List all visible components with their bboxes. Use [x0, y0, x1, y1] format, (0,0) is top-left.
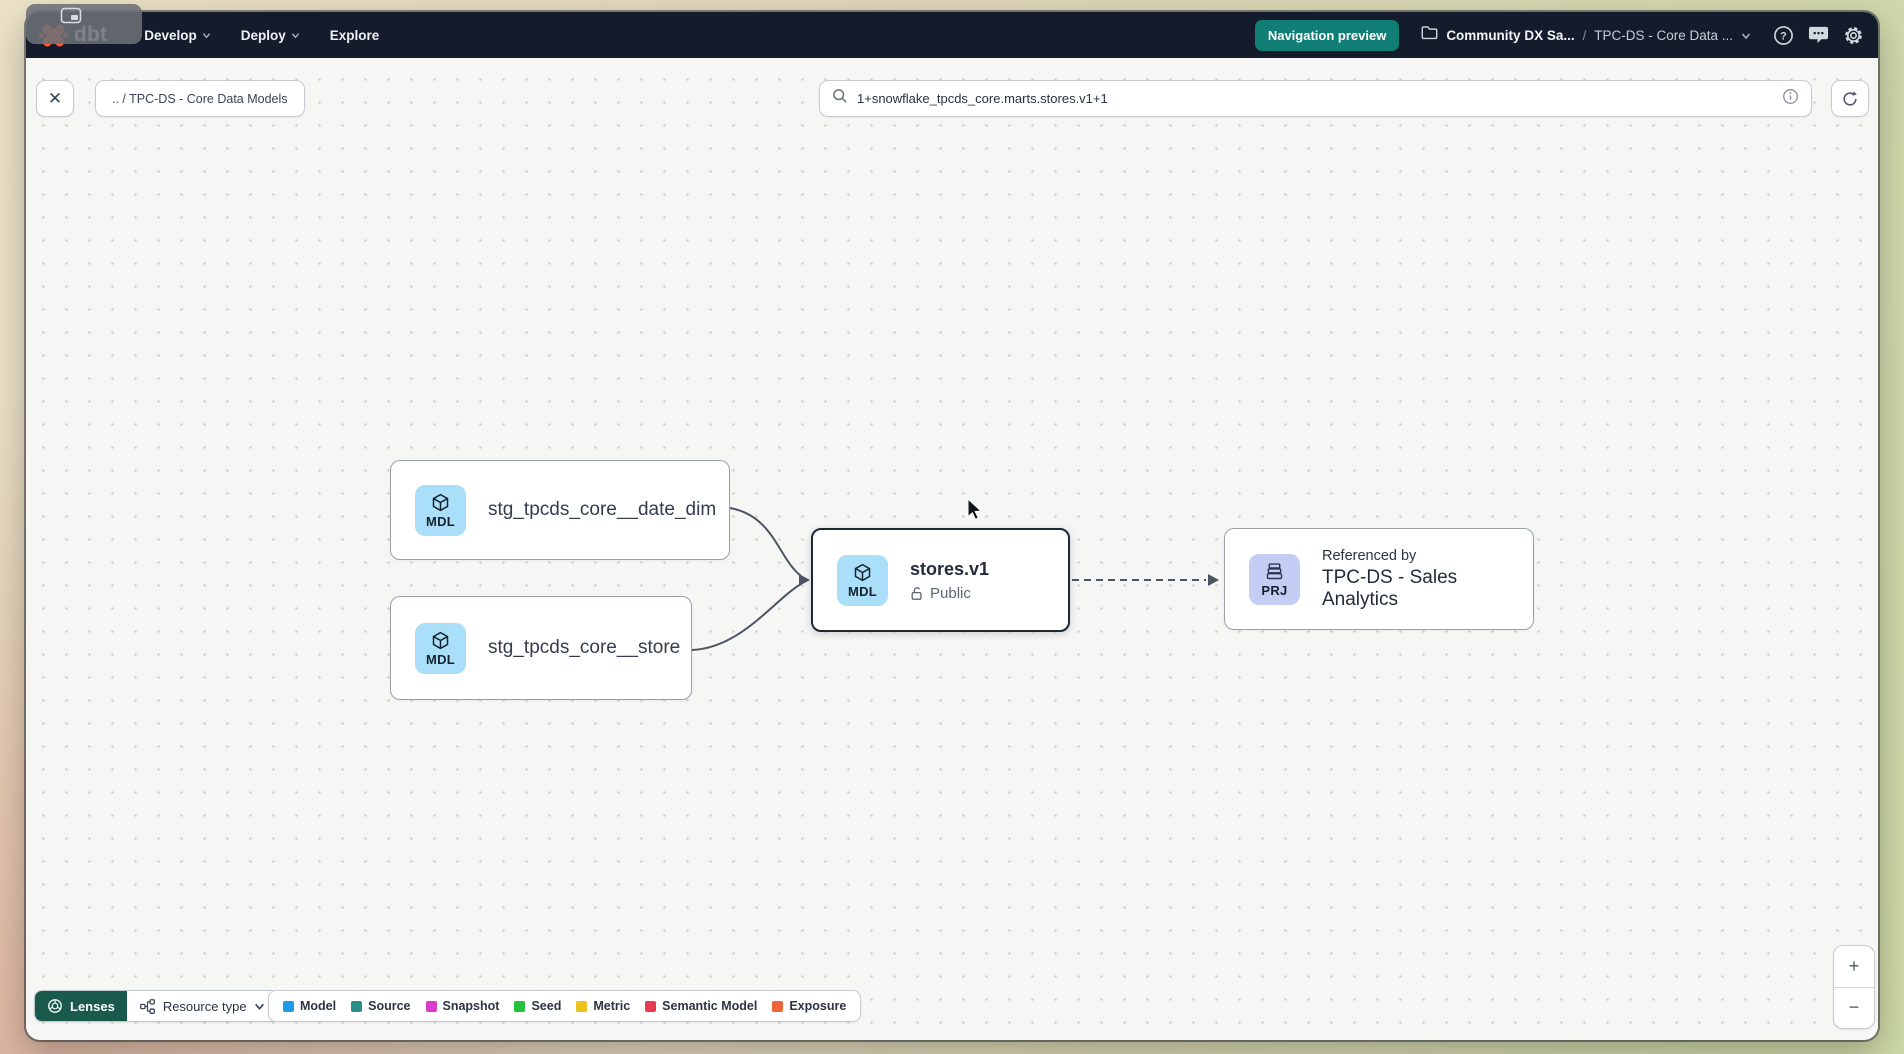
chevron-down-icon	[254, 1003, 264, 1010]
chevron-down-icon	[202, 31, 211, 40]
cube-icon	[432, 631, 449, 649]
legend-item: Source	[351, 999, 411, 1013]
legend-label: Model	[300, 999, 337, 1013]
lineage-search	[819, 80, 1812, 117]
account-name: Community DX Sa...	[1446, 27, 1575, 43]
menu-explore[interactable]: Explore	[319, 20, 391, 51]
menu-deploy[interactable]: Deploy	[230, 20, 311, 51]
legend-swatch	[576, 1000, 588, 1012]
referenced-by-label: Referenced by	[1322, 547, 1417, 564]
menu-deploy-label: Deploy	[240, 27, 286, 43]
node-title: stores.v1	[910, 558, 990, 579]
dbt-app-window: dbt Develop Deploy Explore Navigation pr…	[26, 12, 1878, 1040]
cube-icon	[854, 563, 871, 581]
search-input[interactable]	[857, 91, 1773, 106]
cube-icon	[432, 493, 449, 511]
settings-gear-icon[interactable]	[1842, 24, 1864, 46]
legend-item: Semantic Model	[645, 999, 757, 1013]
legend-label: Source	[368, 999, 411, 1013]
resource-type-dropdown[interactable]: Resource type	[126, 991, 277, 1021]
legend-swatch	[283, 1000, 294, 1012]
legend-item: Metric	[576, 999, 630, 1013]
legend-swatch	[351, 1000, 363, 1012]
node-stg-tpcds-core-date-dim[interactable]: MDL stg_tpcds_core__date_dim	[390, 460, 730, 560]
legend-label: Semantic Model	[662, 999, 758, 1013]
legend-swatch	[772, 1000, 784, 1012]
svg-text:?: ?	[1780, 30, 1787, 42]
navigation-preview-badge[interactable]: Navigation preview	[1254, 19, 1400, 51]
top-nav: dbt Develop Deploy Explore Navigation pr…	[26, 12, 1878, 58]
mouse-cursor	[967, 498, 983, 520]
zoom-out-button[interactable]: −	[1848, 997, 1860, 1018]
legend-label: Metric	[593, 999, 631, 1013]
resource-graph-icon	[139, 998, 155, 1014]
node-access: Public	[910, 585, 989, 602]
chevron-down-icon[interactable]	[1741, 31, 1751, 40]
badge-label: MDL	[847, 583, 878, 599]
zoom-in-button[interactable]: +	[1834, 946, 1874, 988]
unlock-icon	[911, 586, 922, 600]
node-referenced-project[interactable]: PRJ Referenced by TPC-DS - Sales Analyti…	[1224, 528, 1534, 630]
legend-label: Seed	[531, 999, 562, 1013]
search-icon	[832, 88, 848, 109]
lens-controls: Lenses Resource type	[34, 990, 278, 1022]
chevron-down-icon	[291, 31, 300, 40]
access-label: Public	[930, 584, 971, 602]
legend-item: Model	[283, 999, 336, 1013]
badge-label: MDL	[425, 651, 456, 667]
model-badge: MDL	[415, 622, 466, 674]
help-icon[interactable]: ?	[1772, 24, 1794, 46]
legend-item: Seed	[514, 999, 561, 1013]
legend-item: Exposure	[772, 999, 846, 1013]
menu-develop[interactable]: Develop	[133, 20, 222, 51]
menu-explore-label: Explore	[329, 27, 380, 43]
lineage-canvas[interactable]: ✕ .. / TPC-DS - Core Data Models	[26, 58, 1878, 1040]
legend-swatch	[425, 1000, 437, 1012]
project-name: TPC-DS - Core Data ...	[1594, 27, 1733, 43]
node-stores-v1[interactable]: MDL stores.v1 Public	[811, 528, 1070, 632]
breadcrumb-separator: /	[1582, 27, 1587, 43]
folder-icon	[1421, 25, 1438, 45]
legend-swatch	[514, 1000, 526, 1012]
node-label: stg_tpcds_core__date_dim	[488, 499, 717, 520]
model-badge: MDL	[415, 484, 466, 536]
legend-item: Snapshot	[425, 999, 500, 1013]
badge-label: PRJ	[1261, 582, 1288, 598]
lenses-button[interactable]: Lenses	[35, 991, 127, 1021]
graph-breadcrumb-chip[interactable]: .. / TPC-DS - Core Data Models	[95, 80, 305, 117]
lenses-label: Lenses	[70, 998, 115, 1014]
legend-label: Snapshot	[442, 999, 500, 1013]
window-icon	[60, 7, 82, 24]
info-icon[interactable]	[1782, 88, 1799, 110]
badge-label: MDL	[425, 513, 456, 529]
model-badge: MDL	[837, 554, 888, 606]
archive-stack-icon	[1266, 562, 1283, 579]
refresh-button[interactable]	[1831, 80, 1869, 117]
screen-overlay-artifact	[26, 4, 142, 44]
node-stg-tpcds-core-store[interactable]: MDL stg_tpcds_core__store	[390, 596, 692, 700]
project-node-label: TPC-DS - Sales Analytics	[1322, 566, 1458, 610]
feedback-icon[interactable]	[1807, 24, 1829, 46]
legend-label: Exposure	[789, 999, 847, 1013]
menu-develop-label: Develop	[144, 27, 197, 43]
resource-type-label: Resource type	[162, 998, 247, 1014]
close-button[interactable]: ✕	[36, 80, 74, 117]
lens-icon	[48, 999, 62, 1013]
account-breadcrumb[interactable]: Community DX Sa... / TPC-DS - Core Data …	[1421, 25, 1751, 45]
legend-swatch	[645, 1000, 657, 1012]
node-label: stg_tpcds_core__store	[488, 637, 681, 658]
resource-legend: Model Source Snapshot Seed Metric Semant…	[268, 990, 862, 1022]
zoom-controls: + −	[1833, 945, 1875, 1029]
nav-icon-group: ?	[1772, 24, 1864, 46]
project-badge: PRJ	[1249, 553, 1300, 605]
